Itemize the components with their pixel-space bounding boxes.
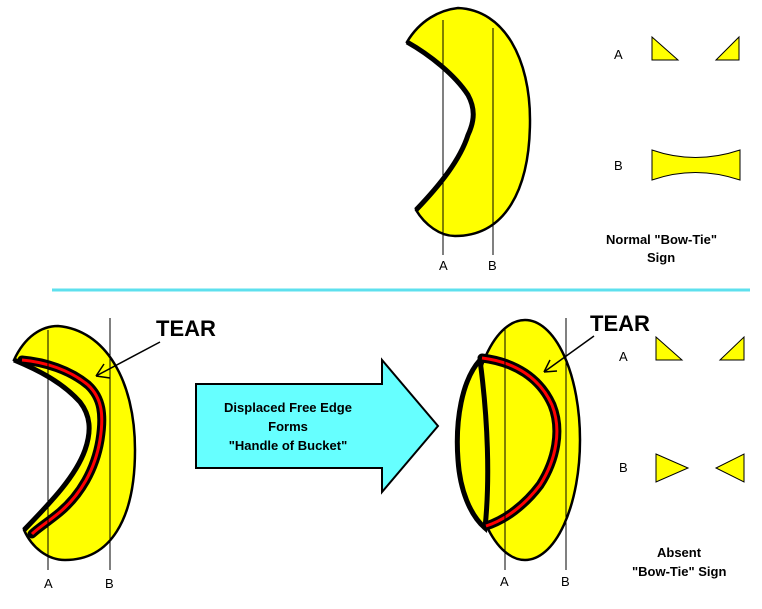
bucket-handle-tear-line bbox=[481, 356, 559, 528]
normal-meniscus-inner-edge bbox=[405, 39, 476, 212]
arrow-text-line3: "Handle of Bucket" bbox=[229, 438, 348, 453]
normal-slice-a-left-triangle bbox=[651, 35, 680, 61]
normal-caption-line2: Sign bbox=[647, 250, 675, 265]
transition-arrow-group: Displaced Free Edge Forms "Handle of Buc… bbox=[195, 357, 440, 495]
normal-row-b-label: B bbox=[614, 158, 623, 173]
normal-line-a-label: A bbox=[439, 258, 448, 273]
absent-slice-b-left-triangle bbox=[655, 453, 690, 483]
normal-caption-line1: Normal "Bow-Tie" bbox=[606, 232, 717, 247]
absent-row-b-label: B bbox=[619, 460, 628, 475]
left-tear-label: TEAR bbox=[156, 316, 216, 341]
absent-slice-a-right-triangle bbox=[718, 335, 745, 361]
bucket-line-a-label: A bbox=[500, 574, 509, 589]
arrow-text-line1: Displaced Free Edge bbox=[224, 400, 352, 415]
torn-meniscus-group: A B TEAR bbox=[12, 316, 216, 591]
absent-slice-b-right-triangle bbox=[714, 453, 745, 483]
left-tear-pointer-head bbox=[95, 363, 111, 379]
torn-line-a-label: A bbox=[44, 576, 53, 591]
absent-caption-line1: Absent bbox=[657, 545, 702, 560]
normal-meniscus-group: A B bbox=[405, 6, 532, 273]
right-tear-pointer bbox=[543, 335, 595, 373]
torn-line-b-label: B bbox=[105, 576, 114, 591]
bucket-line-b-label: B bbox=[561, 574, 570, 589]
absent-caption-line2: "Bow-Tie" Sign bbox=[632, 564, 726, 579]
normal-bow-tie-shape bbox=[651, 149, 741, 181]
right-tear-label: TEAR bbox=[590, 311, 650, 336]
torn-meniscus-tear-line bbox=[21, 358, 104, 536]
absent-slice-a-left-triangle bbox=[655, 335, 684, 361]
absent-slices-group: A B Absent "Bow-Tie" Sign bbox=[619, 335, 745, 579]
normal-slices-group: A B Normal "Bow-Tie" Sign bbox=[606, 35, 741, 265]
right-tear-pointer-head bbox=[543, 359, 558, 373]
transition-arrow bbox=[195, 357, 440, 495]
bucket-handle-group: A B TEAR bbox=[454, 311, 650, 589]
bucket-handle-displaced-fragment bbox=[454, 354, 491, 534]
absent-row-a-label: A bbox=[619, 349, 628, 364]
normal-line-b-label: B bbox=[488, 258, 497, 273]
normal-slice-a-right-triangle bbox=[714, 35, 740, 61]
torn-meniscus-inner-edge bbox=[13, 357, 92, 532]
arrow-text-line2: Forms bbox=[268, 419, 308, 434]
normal-row-a-label: A bbox=[614, 47, 623, 62]
left-tear-pointer bbox=[95, 341, 161, 377]
